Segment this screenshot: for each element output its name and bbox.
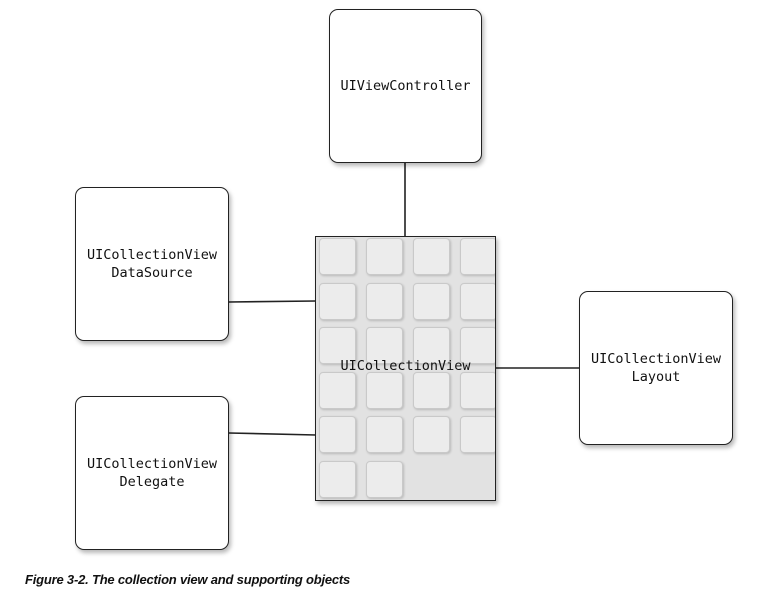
- collection-view-cell: [319, 371, 356, 409]
- collection-view-cell: [319, 282, 356, 320]
- collection-view-cell: [413, 238, 450, 275]
- collection-view-cell: [319, 460, 356, 498]
- collection-view-cell: [319, 238, 356, 275]
- collection-view-cell: [460, 327, 495, 364]
- collection-view-cell: [366, 238, 403, 275]
- collection-view-cell: [460, 282, 495, 320]
- node-collection-view: UICollectionView: [315, 236, 496, 501]
- node-layout-label: UICollectionView Layout: [590, 351, 722, 385]
- node-delegate: UICollectionView Delegate: [75, 396, 229, 550]
- collection-view-cell: [366, 416, 403, 453]
- node-layout: UICollectionView Layout: [579, 291, 733, 445]
- node-delegate-label: UICollectionView Delegate: [86, 456, 218, 490]
- collection-view-cell: [413, 327, 450, 364]
- collection-view-cell: [413, 371, 450, 409]
- collection-view-cell: [366, 327, 403, 364]
- node-view-controller: UIViewController: [329, 9, 482, 163]
- collection-view-cell: [366, 371, 403, 409]
- node-view-controller-label: UIViewController: [340, 78, 471, 94]
- collection-view-cell: [460, 371, 495, 409]
- collection-view-cell: [413, 416, 450, 453]
- node-data-source-label: UICollectionView DataSource: [86, 247, 218, 281]
- node-collection-view-label: UICollectionView: [340, 358, 471, 374]
- collection-view-cell: [460, 416, 495, 453]
- collection-view-cell: [460, 238, 495, 275]
- collection-view-cell: [319, 327, 356, 364]
- collection-view-cell: [413, 282, 450, 320]
- edge-datasource-collectionview: [228, 300, 317, 303]
- collection-view-cell: [319, 416, 356, 453]
- collection-view-cell: [366, 460, 403, 498]
- node-data-source: UICollectionView DataSource: [75, 187, 229, 341]
- figure-caption: Figure 3-2. The collection view and supp…: [25, 572, 351, 587]
- edge-delegate-collectionview: [228, 432, 317, 436]
- collection-view-cell: [366, 282, 403, 320]
